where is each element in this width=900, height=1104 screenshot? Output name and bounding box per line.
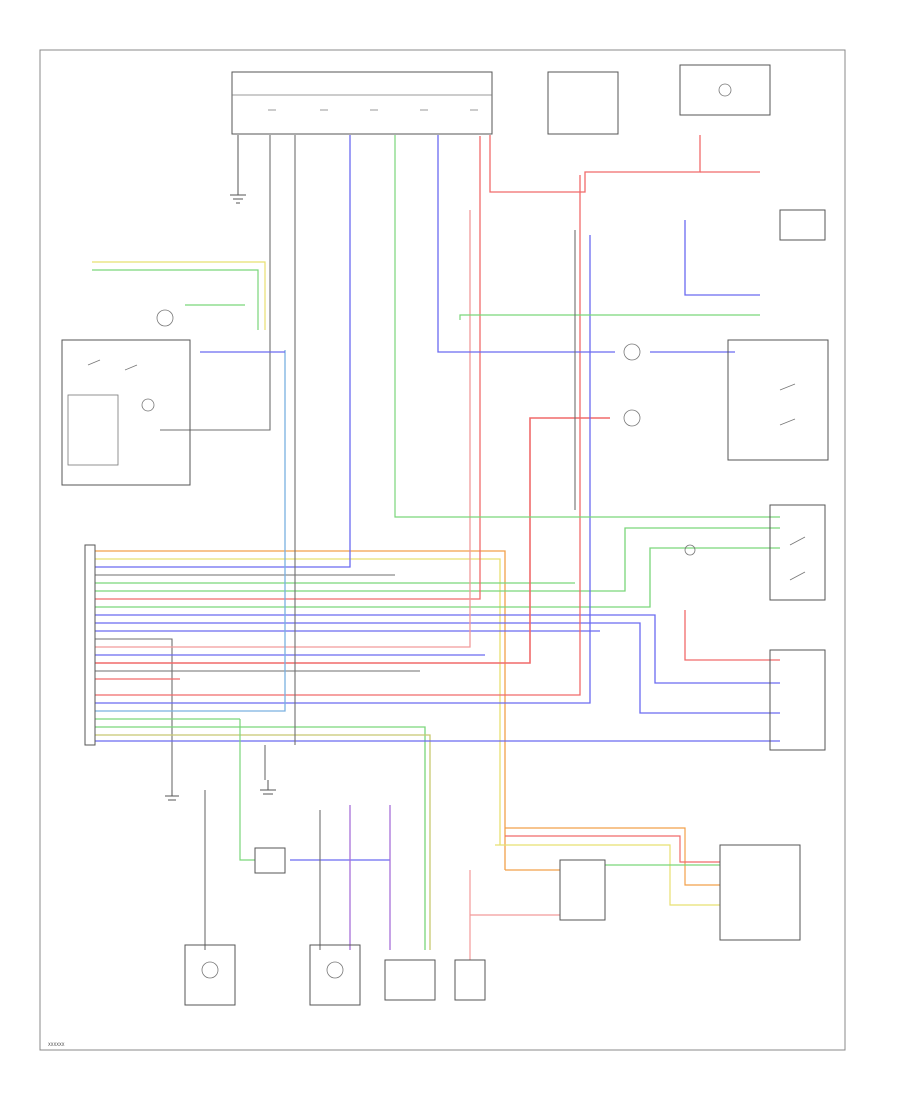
wire-13 (95, 210, 471, 648)
illumination-lamp-icon (156, 309, 174, 327)
components (61, 64, 829, 1006)
wire-3 (95, 135, 351, 568)
ground-symbol-bottom (260, 780, 276, 795)
wire-2 (95, 558, 501, 845)
connector-dot (684, 544, 696, 556)
wires (92, 135, 780, 960)
wire-yellow-illum (92, 261, 266, 330)
wire-red-ecm (684, 610, 780, 661)
wire-red-orange-ecm (505, 827, 720, 886)
cruise-control-module (769, 649, 826, 751)
diagram-border (39, 49, 846, 1051)
brake-pedal-switch (769, 504, 826, 601)
wire-12 (95, 638, 173, 790)
wire-top-green (394, 135, 780, 518)
wire-green-illum (92, 269, 259, 330)
ignition-switch (679, 64, 771, 116)
wire-19 (95, 235, 591, 704)
fuse-right (779, 209, 826, 241)
wire-7 (95, 136, 481, 600)
transmission-sensor (454, 959, 486, 1001)
cruise-control-unit (727, 339, 829, 461)
wire-10 (95, 622, 780, 714)
wire-15 (95, 417, 610, 664)
sensor-icon-left (201, 961, 219, 979)
ground-symbol-top (230, 135, 246, 204)
wire-18 (95, 175, 581, 696)
vehicle-speed-sensor-left (184, 944, 236, 1006)
shift-solenoid (384, 959, 436, 1001)
wire-green-bottom (239, 719, 255, 861)
cruise-unit-contacts (779, 383, 796, 426)
wire-yellow-ecm (495, 844, 720, 906)
wire-top-blue (437, 135, 615, 353)
wire-1 (95, 550, 506, 870)
switch-contacts (87, 359, 138, 371)
wire-green-cruise (459, 314, 760, 320)
wire-blue-cruise (684, 220, 760, 296)
brake-switch-icon (623, 409, 641, 427)
clutch-switch-icon (623, 343, 641, 361)
sensor-icon-right (326, 961, 344, 979)
wire-8 (95, 547, 780, 608)
footer-code: XXXXXX (48, 1042, 65, 1047)
fuse-box (231, 71, 493, 135)
wire-top-red (489, 135, 701, 193)
cruise-control-switch (61, 339, 191, 486)
brake-pedal-contacts (789, 536, 806, 581)
ignition-switch-contact (718, 83, 732, 97)
wire-23 (95, 734, 431, 950)
throttle-position-sensor (559, 859, 606, 921)
wire-22 (95, 726, 426, 950)
engine-control-module (719, 844, 801, 941)
wire-red-ecm-2 (505, 835, 720, 863)
wire-6 (95, 527, 780, 592)
indicator-lamp-icon (141, 398, 155, 412)
ground-symbol-left (165, 790, 179, 801)
wire-20 (95, 350, 286, 712)
wire-9 (95, 614, 780, 684)
wire-top-gray-1 (160, 135, 271, 431)
relay-box (547, 71, 619, 135)
speed-sensor-module (254, 847, 286, 874)
bundle-connector (84, 544, 96, 746)
vehicle-speed-sensor-right (309, 944, 361, 1006)
cruise-switch-inner (67, 394, 119, 466)
